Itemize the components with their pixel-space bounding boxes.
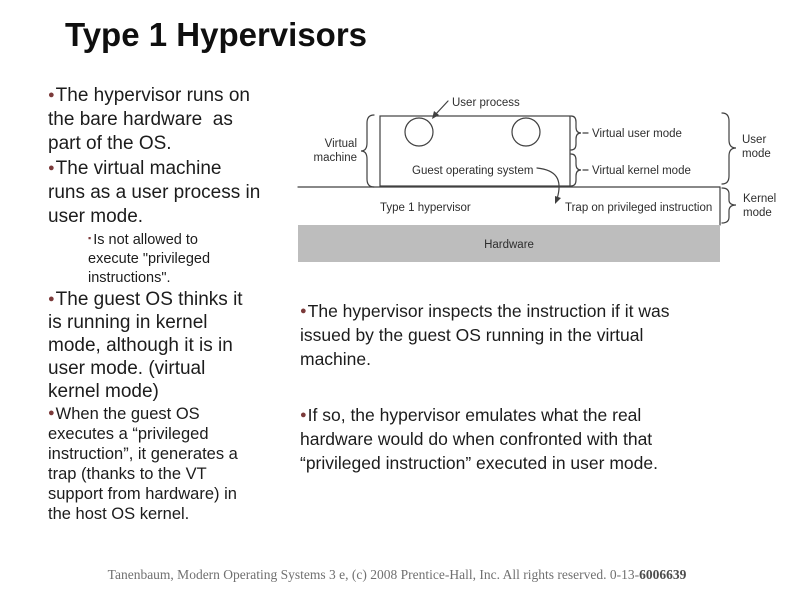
bullet-square-icon: ▪ xyxy=(88,233,92,243)
bullet-privileged-trap: ●When the guest OS executes a “privilege… xyxy=(48,403,288,524)
kernel-mode-brace xyxy=(721,187,737,224)
user-mode-label-line2: mode xyxy=(742,148,771,160)
user-process-label: User process xyxy=(452,97,520,109)
footer-citation: Tanenbaum, Modern Operating Systems 3 e,… xyxy=(0,567,794,583)
bullet-dot-icon: ● xyxy=(48,293,55,305)
bullet-text: If so, the hypervisor emulates what the … xyxy=(300,405,658,473)
page-title: Type 1 Hypervisors xyxy=(65,16,368,53)
virtual-machine-label-line1: Virtual xyxy=(325,138,357,150)
bullet-text: The hypervisor runs on the bare hardware… xyxy=(48,85,250,154)
bullet-text: The guest OS thinks it is running in ker… xyxy=(48,289,243,402)
guest-os-label: Guest operating system xyxy=(412,165,533,177)
bullet-dot-icon: ● xyxy=(48,162,55,174)
bullet-text: When the guest OS executes a “privileged… xyxy=(48,405,238,523)
bullet-hypervisor-emulates: ●If so, the hypervisor emulates what the… xyxy=(300,403,770,475)
left-bullet-column: ●The hypervisor runs on the bare hardwar… xyxy=(48,83,288,524)
type1-hypervisor-label: Type 1 hypervisor xyxy=(380,202,471,214)
kernel-mode-label-line1: Kernel xyxy=(743,193,776,205)
trap-arrowhead xyxy=(555,196,561,204)
user-mode-label-line1: User xyxy=(742,134,766,146)
virtual-kernel-mode-label: Virtual kernel mode xyxy=(592,165,691,177)
diagram-lines xyxy=(297,100,737,226)
bullet-dot-icon: ● xyxy=(48,89,55,101)
bullet-dot-icon: ● xyxy=(300,409,307,421)
diagram-arrowheads xyxy=(432,111,561,204)
bullet-text: The hypervisor inspects the instruction … xyxy=(300,301,670,369)
bullet-guest-os-thinks: ●The guest OS thinks it is running in ke… xyxy=(48,288,288,403)
user-process-arrowhead xyxy=(432,111,439,119)
bullet-hypervisor-runs: ●The hypervisor runs on the bare hardwar… xyxy=(48,83,288,156)
virtual-machine-brace xyxy=(360,114,375,188)
subbullet-not-allowed: ▪Is not allowed to execute "privileged i… xyxy=(48,229,288,288)
user-process-circle-right xyxy=(511,117,541,147)
user-process-circle-left xyxy=(404,117,434,147)
trap-label: Trap on privileged instruction xyxy=(565,202,712,214)
virtual-machine-label-line2: machine xyxy=(314,152,357,164)
diagram-labels: User process Virtual machine Guest opera… xyxy=(314,97,777,251)
citation-isbn-bold: 6006639 xyxy=(639,567,687,582)
virtual-kernel-mode-brace xyxy=(570,153,582,187)
bullet-text: The virtual machine runs as a user proce… xyxy=(48,158,261,227)
bullet-hypervisor-inspects: ●The hypervisor inspects the instruction… xyxy=(300,299,770,371)
trap-arrow-curve xyxy=(536,167,560,200)
bullet-dot-icon: ● xyxy=(300,305,307,317)
virtual-user-mode-brace xyxy=(570,115,582,151)
virtual-machine-box xyxy=(379,115,571,187)
citation-text: Tanenbaum, Modern Operating Systems 3 e,… xyxy=(107,567,640,582)
bullet-text: Is not allowed to execute "privileged in… xyxy=(88,232,211,286)
user-mode-brace xyxy=(721,112,737,185)
kernel-mode-label-line2: mode xyxy=(743,207,772,219)
virtual-user-mode-label: Virtual user mode xyxy=(592,128,682,140)
bullet-dot-icon: ● xyxy=(48,407,55,419)
bullet-vm-user-process: ●The virtual machine runs as a user proc… xyxy=(48,156,288,229)
hardware-box xyxy=(298,225,720,262)
hardware-label: Hardware xyxy=(484,239,534,251)
user-process-arrow xyxy=(434,100,449,116)
